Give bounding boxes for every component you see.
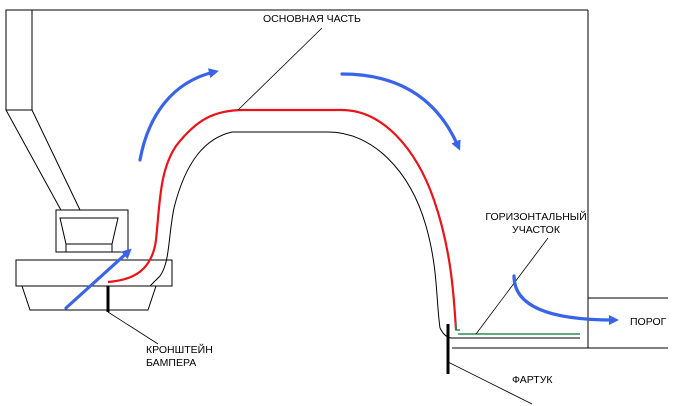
arrow-up-left-icon xyxy=(138,68,219,162)
leader-lines xyxy=(107,27,549,405)
wheel-arch-line xyxy=(149,131,441,329)
liner-green-tab xyxy=(455,322,460,331)
bumper xyxy=(15,259,173,311)
fog-lamp xyxy=(55,209,129,253)
label-apron: ФАРТУК xyxy=(512,374,553,386)
airflow-arrows xyxy=(64,68,619,325)
label-sill: ПОРОГ xyxy=(630,316,667,328)
label-horizontal-section: ГОРИЗОНТАЛЬНЫЙ УЧАСТОК xyxy=(484,211,588,237)
arrow-out-icon xyxy=(512,274,619,325)
arrow-in-icon xyxy=(64,248,132,310)
sill-box xyxy=(587,297,668,348)
label-bumper-bracket: КРОНШТЕЙН БАМПЕРА xyxy=(146,344,213,370)
support-lines xyxy=(5,109,81,213)
label-main-part: ОСНОВНАЯ ЧАСТЬ xyxy=(263,13,361,25)
body-outline xyxy=(6,9,589,348)
upper-left-box xyxy=(5,9,33,111)
label-bumper-bracket-line2: БАМПЕРА xyxy=(146,357,197,369)
label-horizontal-section-line2: УЧАСТОК xyxy=(512,224,560,236)
arrow-right-down-icon xyxy=(340,72,461,151)
sill-lines xyxy=(439,327,668,349)
label-bumper-bracket-line1: КРОНШТЕЙН xyxy=(146,344,213,356)
fender-liner xyxy=(107,108,458,331)
label-horizontal-section-line1: ГОРИЗОНТАЛЬНЫЙ xyxy=(485,211,587,223)
